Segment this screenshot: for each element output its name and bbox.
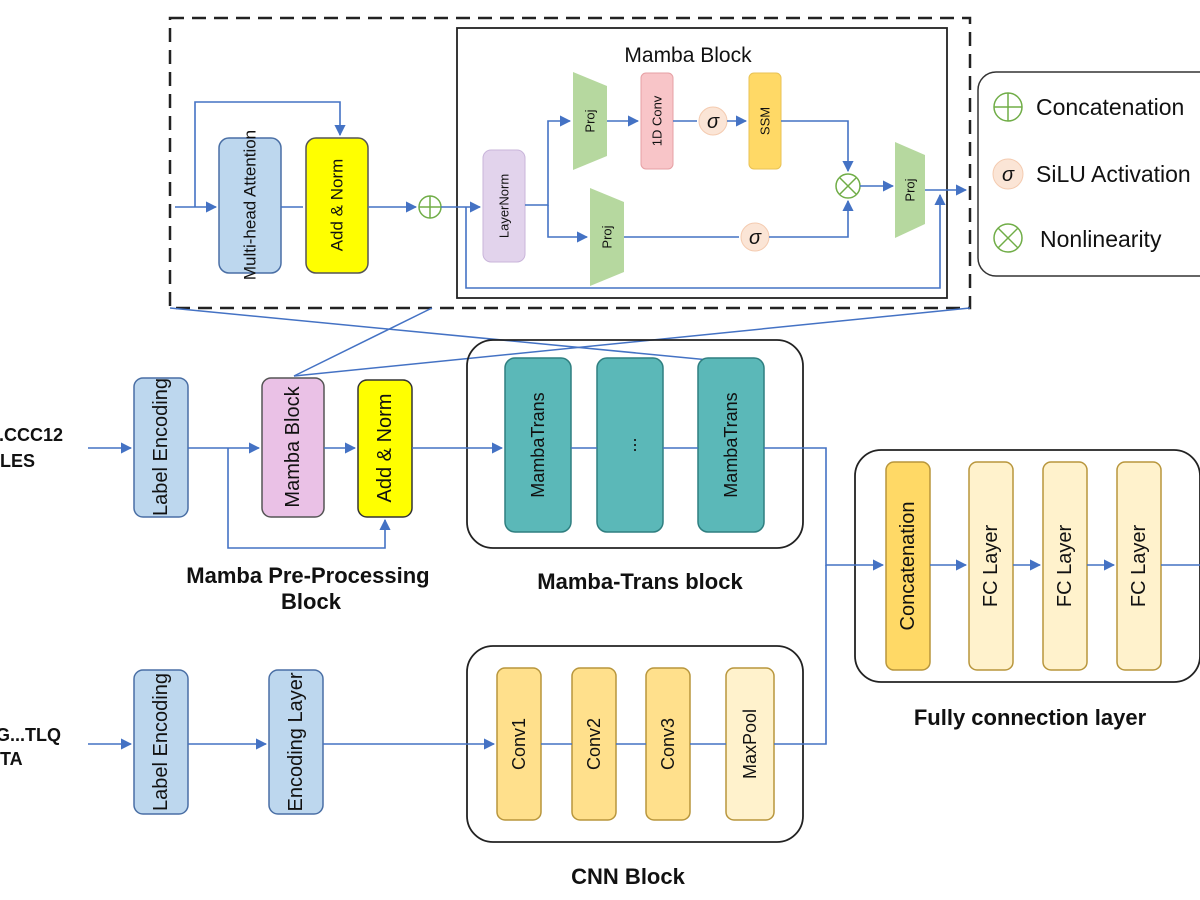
seq-input-line1: G...TLQ	[0, 725, 61, 745]
cnn-caption: CNN Block	[571, 864, 685, 889]
pre-label-encoding-label: Label Encoding	[150, 378, 172, 516]
multi-head-attention-label: Multi-head Attention	[241, 130, 260, 280]
mamba-block-frame	[456, 27, 948, 299]
cnn-label-encoding-box	[133, 669, 189, 815]
fc-layer-2-box	[1042, 461, 1088, 671]
smiles-input-line2: LES	[0, 451, 35, 471]
pre-caption: Mamba Pre-Processing Block	[186, 563, 435, 614]
fc-layer-1-box	[968, 461, 1014, 671]
attn-add-norm-label: Add & Norm	[328, 159, 347, 252]
fc-frame	[854, 449, 1200, 683]
mamba-trans-unit-3	[697, 357, 765, 533]
seq-input-line2: TA	[0, 749, 23, 769]
proj-trapezoid-top	[573, 72, 607, 170]
pre-caption-text-line2: Block	[281, 589, 342, 614]
mamba-trans-unit-1	[504, 357, 572, 533]
legend-silu-sigma: σ	[1002, 164, 1015, 186]
conv3-label: Conv3	[658, 718, 678, 770]
pre-mamba-block-label: Mamba Block	[282, 385, 304, 507]
fc-layer-2-label: FC Layer	[1054, 525, 1076, 608]
mamba-block-title: Mamba Block	[624, 44, 752, 67]
proj-output-label: Proj	[903, 178, 918, 201]
silu-top-sigma: σ	[707, 111, 720, 133]
legend-concat-label: Concatenation	[1036, 94, 1184, 120]
proj-bottom-label: Proj	[600, 225, 615, 248]
fc-concatenation-box	[885, 461, 931, 671]
proj-top-label: Proj	[583, 109, 598, 132]
mamba-trans-caption: Mamba-Trans block	[537, 569, 743, 594]
layernorm-box	[482, 149, 526, 263]
proj-trapezoid-output	[895, 142, 925, 238]
cnn-encoding-layer-label: Encoding Layer	[285, 672, 307, 811]
proj-trapezoid-bottom	[590, 188, 624, 286]
mamba-trans-unit-2	[596, 357, 664, 533]
mamba-trans-unit-1-label: MambaTrans	[528, 392, 548, 497]
cnn-encoding-layer-box	[268, 669, 324, 815]
fc-layer-3-label: FC Layer	[1128, 525, 1150, 608]
fc-caption: Fully connection layer	[914, 705, 1147, 730]
legend-silu-icon	[992, 158, 1024, 190]
mamba-trans-ellipsis: ...	[620, 437, 640, 452]
multi-head-attention-box	[218, 137, 282, 274]
fc-layer-1-label: FC Layer	[980, 525, 1002, 608]
fc-concatenation-label: Concatenation	[897, 502, 919, 631]
detail-dashed-frame	[168, 16, 972, 310]
cnn-label-encoding-label: Label Encoding	[150, 673, 172, 811]
pre-add-norm-label: Add & Norm	[374, 394, 396, 503]
conv1d-label: 1D Conv	[650, 95, 665, 146]
silu-bottom-sigma: σ	[749, 227, 762, 249]
pre-caption-text: Mamba Pre-Processing	[186, 563, 429, 588]
conv1-label: Conv1	[509, 718, 529, 770]
fc-layer-3-box	[1116, 461, 1162, 671]
ssm-label: SSM	[758, 107, 773, 135]
conv2-label: Conv2	[584, 718, 604, 770]
legend-silu-label: SiLU Activation	[1036, 161, 1191, 187]
mamba-trans-unit-3-label: MambaTrans	[721, 392, 741, 497]
mamba-trans-frame	[466, 339, 804, 549]
attn-add-norm-box	[305, 137, 369, 274]
legend-box	[977, 71, 1200, 277]
layernorm-label: LayerNorm	[497, 174, 512, 238]
legend-nonlinear-label: Nonlinearity	[1040, 226, 1162, 252]
smiles-input-line1: ..CCC12	[0, 425, 63, 445]
maxpool-label: MaxPool	[740, 709, 760, 779]
